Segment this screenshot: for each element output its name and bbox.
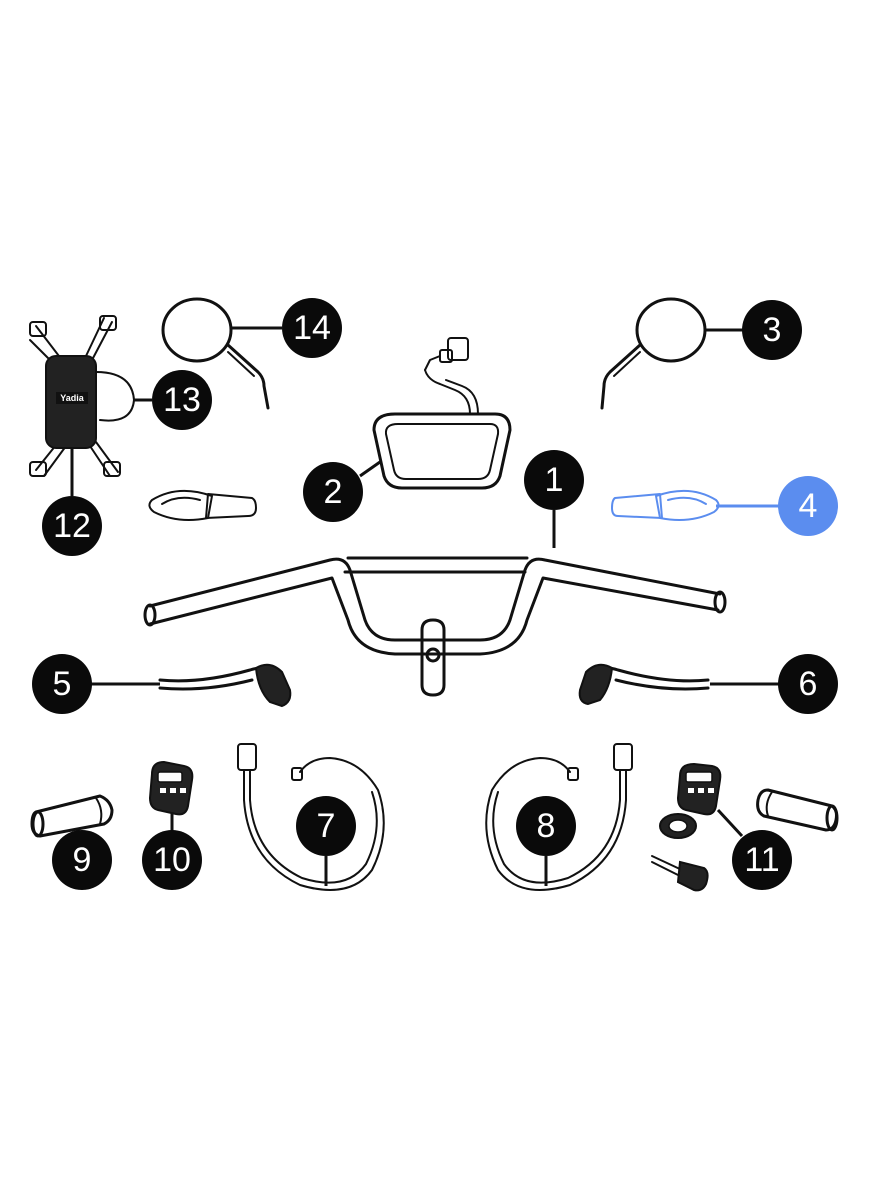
callouts: 1 2 3 4 5 6 7 8 9 10 11 12 13 14 — [32, 298, 838, 890]
phone-holder: Yadia — [29, 315, 135, 477]
callout-9[interactable]: 9 — [52, 830, 112, 890]
svg-text:6: 6 — [799, 665, 818, 703]
svg-text:9: 9 — [73, 841, 92, 879]
display-unit — [372, 337, 512, 490]
right-indicator — [611, 489, 720, 521]
callout-12[interactable]: 12 — [42, 496, 102, 556]
right-brake-lever — [578, 663, 710, 706]
callout-13[interactable]: 13 — [152, 370, 212, 430]
svg-text:3: 3 — [763, 311, 782, 349]
callout-11[interactable]: 11 — [732, 830, 792, 890]
svg-text:8: 8 — [537, 807, 556, 845]
svg-text:14: 14 — [293, 309, 331, 347]
left-switch — [148, 760, 194, 816]
svg-text:5: 5 — [53, 665, 72, 703]
callout-8[interactable]: 8 — [516, 796, 576, 856]
callout-7[interactable]: 7 — [296, 796, 356, 856]
callout-4[interactable]: 4 — [778, 476, 838, 536]
svg-text:2: 2 — [324, 473, 343, 511]
callout-3[interactable]: 3 — [742, 300, 802, 360]
svg-text:13: 13 — [163, 381, 201, 419]
leader-11 — [716, 808, 744, 838]
callout-5[interactable]: 5 — [32, 654, 92, 714]
left-indicator — [148, 489, 257, 521]
svg-text:7: 7 — [317, 807, 336, 845]
left-brake-cable — [237, 743, 385, 891]
right-mirror — [600, 297, 707, 410]
callout-2[interactable]: 2 — [303, 462, 363, 522]
leader-lines — [70, 326, 780, 886]
left-brake-lever — [158, 663, 292, 708]
callout-14[interactable]: 14 — [282, 298, 342, 358]
right-grip — [756, 788, 839, 832]
phone-holder-logo: Yadia — [60, 393, 85, 403]
svg-text:11: 11 — [744, 841, 779, 879]
svg-text:12: 12 — [53, 507, 91, 545]
right-switch-with-key — [651, 762, 722, 892]
svg-text:1: 1 — [545, 461, 564, 499]
handlebar — [143, 556, 727, 697]
callout-10[interactable]: 10 — [142, 830, 202, 890]
svg-text:10: 10 — [153, 841, 191, 879]
svg-text:4: 4 — [799, 487, 818, 525]
leader-2 — [359, 460, 381, 478]
callout-6[interactable]: 6 — [778, 654, 838, 714]
left-grip — [30, 794, 114, 838]
left-mirror — [161, 297, 270, 410]
callout-1[interactable]: 1 — [524, 450, 584, 510]
right-brake-cable — [485, 743, 633, 891]
